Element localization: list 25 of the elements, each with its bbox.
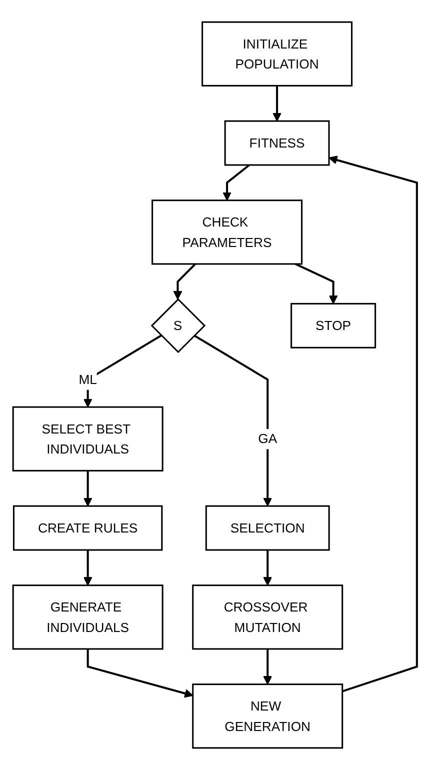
- node-box: CHECK PARAMETERS: [152, 200, 303, 266]
- arrow: [222, 164, 250, 202]
- node-diamond: S: [150, 298, 206, 354]
- node-box: INITIALIZE POPULATION: [202, 22, 353, 87]
- arrow: [83, 550, 92, 586]
- edge-label: GA: [258, 432, 278, 447]
- arrow: [173, 264, 196, 300]
- node-box: CREATE RULES: [12, 506, 163, 552]
- arrow: [272, 86, 282, 122]
- node-box: SELECT BEST INDIVIDUALS: [12, 406, 164, 472]
- arrow: [328, 156, 418, 693]
- node-box: NEW GENERATION: [192, 684, 344, 750]
- edge-label: ML: [78, 372, 97, 388]
- node-box: CROSSOVER MUTATION: [192, 585, 344, 650]
- arrow: [263, 649, 272, 686]
- node-box: SELECTION: [205, 506, 330, 552]
- arrow: [263, 550, 272, 586]
- node-box: GENERATE INDIVIDUALS: [12, 585, 164, 650]
- arrow: [294, 264, 338, 305]
- arrow: [194, 335, 272, 507]
- arrow: [83, 335, 162, 408]
- node-box: FITNESS: [224, 120, 330, 166]
- node-box: STOP: [290, 303, 376, 349]
- arrow: [86, 649, 194, 698]
- arrow: [83, 471, 92, 507]
